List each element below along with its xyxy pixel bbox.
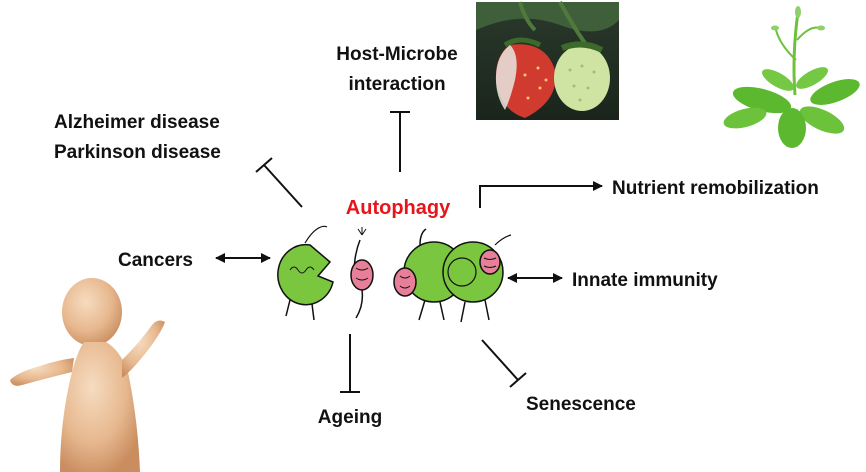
strawberry-photo [476, 1, 619, 120]
label-ageing: Ageing [318, 407, 382, 428]
label-cancers: Cancers [118, 250, 193, 271]
arabidopsis-plant-icon [723, 6, 860, 148]
label-alzheimer: Alzheimer disease [54, 112, 220, 133]
label-parkinson: Parkinson disease [54, 142, 221, 163]
inhibition-neurodegeneration [255, 157, 303, 208]
label-host-microbe-line1: Host-Microbe [336, 44, 457, 65]
human-figure-icon [10, 278, 165, 472]
label-senescence: Senescence [526, 394, 636, 415]
inhibition-host-microbe [390, 111, 410, 172]
autophagy-cells-cartoon [277, 225, 512, 323]
center-label: Autophagy [346, 197, 451, 219]
inhibition-ageing [340, 334, 360, 393]
inhibition-senescence [481, 339, 527, 388]
label-nutrient: Nutrient remobilization [612, 178, 819, 199]
label-host-microbe-line2: interaction [348, 74, 445, 95]
label-innate: Innate immunity [572, 270, 718, 291]
arrow-nutrient [479, 181, 603, 208]
